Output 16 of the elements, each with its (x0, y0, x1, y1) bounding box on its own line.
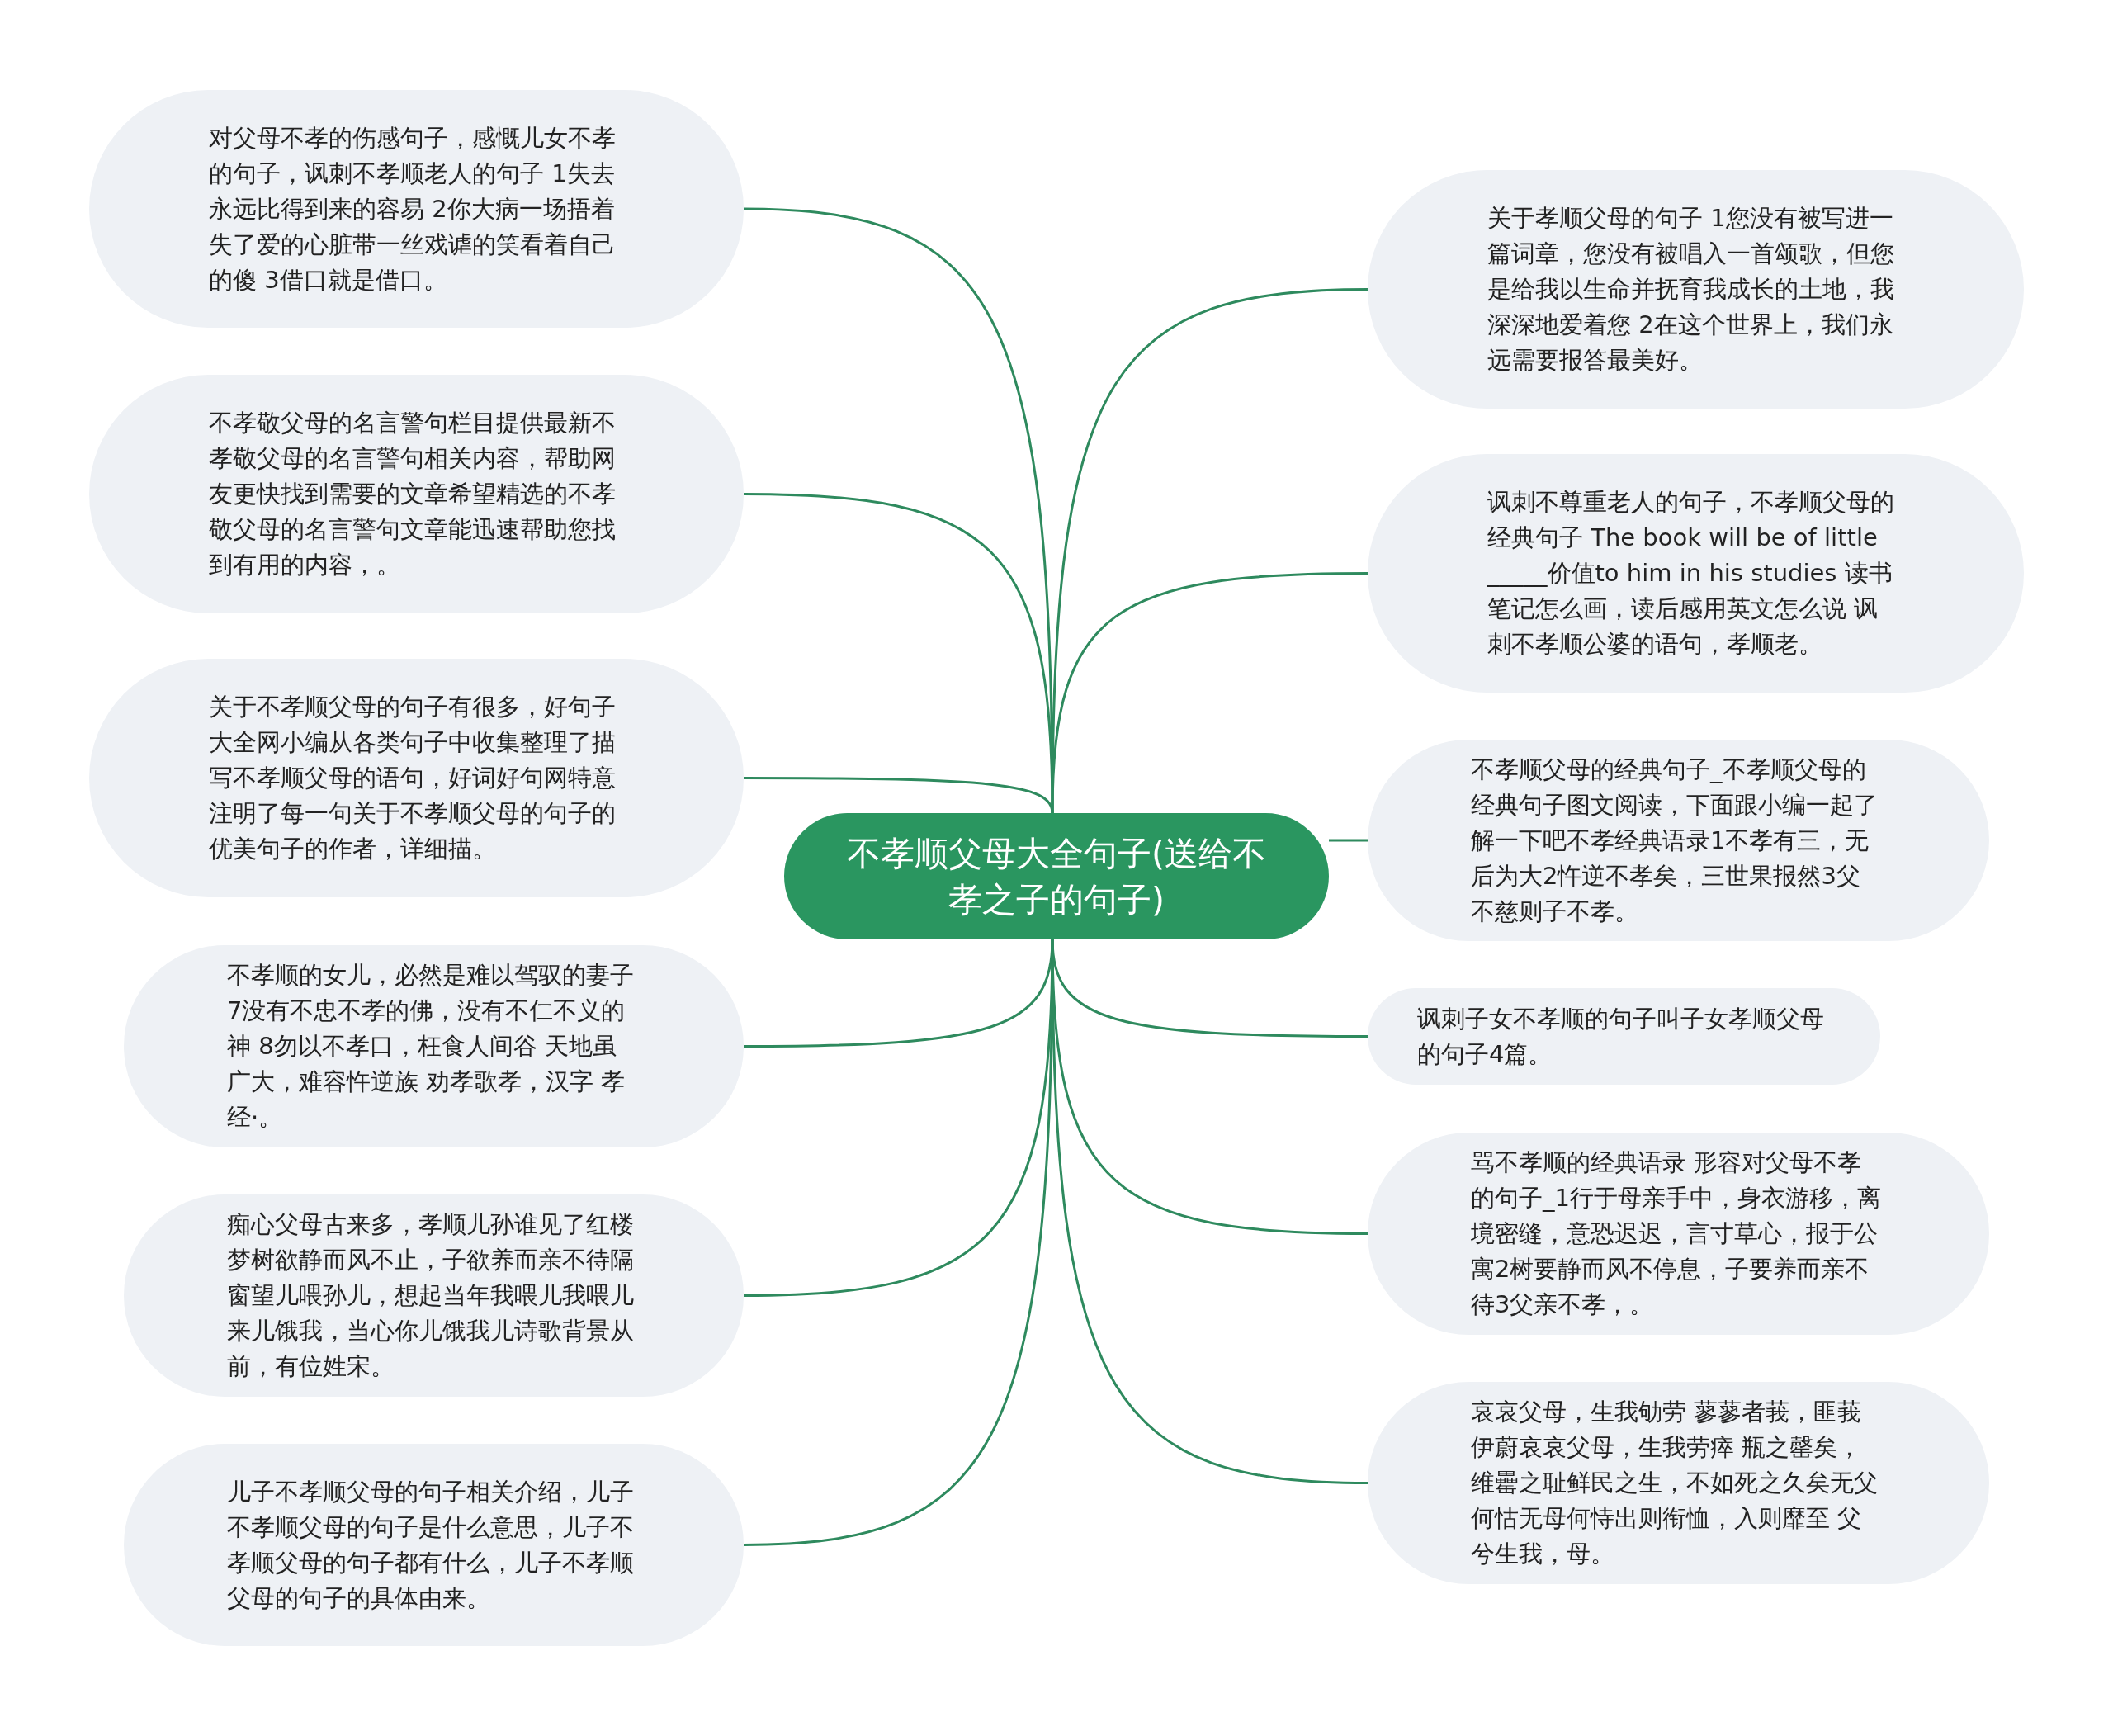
topic-text: 不孝顺父母的经典句子_不孝顺父母的经典句子图文阅读，下面跟小编一起了解一下吧不孝经典语录1不孝有三，无后为大2忤逆不孝矣，三世果报然3父不慈则子不孝。 (1471, 754, 1879, 927)
connector-line (1329, 839, 1368, 842)
topic-text: 关于不孝顺父母的句子有很多，好句子大全网小编从各类句子中收集整理了描写不孝顺父母的语句，好词好句网特意注明了每一句关于不孝顺父母的句子的优美句子的作者，详细描。 (209, 692, 617, 864)
central-topic-text: 不孝顺父母大全句子(送给不孝之子的句子) (846, 832, 1267, 921)
topic-text: 骂不孝顺的经典语录 形容对父母不孝的句子_1行于母亲手中，身衣游移，离境密缝，意恐迟迟，言寸草心，报于公寓2树要静而风不停息，子要养而亲不待3父亲不孝，。 (1471, 1147, 1882, 1320)
connector-line (1051, 572, 1368, 814)
topic-text: 不孝敬父母的名言警句栏目提供最新不孝敬父母的名言警句相关内容，帮助网友更快找到需要的文章希望精选的不孝敬父母的名言警句文章能迅速帮助您找到有用的内容，。 (209, 408, 617, 580)
topic-text: 对父母不孝的伤感句子，感慨儿女不孝的句子，讽刺不孝顺老人的句子 1失去永远比得到来的容易 2你大病一场捂着失了爱的心脏带一丝戏谑的笑看着自己的傻 3借口就是借口。 (209, 122, 617, 296)
topic-text: 不孝顺的女儿，必然是难以驾驭的妻子 7没有不忠不孝的佛，没有不仁不义的神 8勿以不孝口，枉食人间谷 天地虽广大，难容忤逆族 劝孝歌孝，汉字 孝经·。 (227, 960, 635, 1133)
topic-text: 讽刺不尊重老人的句子，不孝顺父母的经典句子 The book will be of little _____价值to him in his studies 读书笔记怎么画，读后感用英文怎么说 讽刺不孝顺公婆的语句，孝顺老。 (1487, 487, 1895, 660)
topic-text: 痴心父母古来多，孝顺儿孙谁见了红楼梦树欲静而风不止，子欲养而亲不待隔窗望儿喂孙儿，想起当年我喂儿我喂儿来儿饿我，当心你儿饿我儿诗歌背景从前，有位姓宋。 (227, 1209, 635, 1382)
topic-text: 关于孝顺父母的句子 1您没有被写进一篇词章，您没有被唱入一首颂歌，但您是给我以生命并抚育我成长的土地，我深深地爱着您 2在这个世界上，我们永远需要报答最美好。 (1487, 203, 1895, 376)
topic-text: 哀哀父母，生我劬劳 蓼蓼者莪，匪莪伊蔚哀哀父母，生我劳瘁 瓶之罄矣，维罍之耻鲜民之生，不如死之久矣无父何怙无母何恃出则衔恤，入则靡至 父兮生我，母。 (1471, 1397, 1879, 1569)
topic-text: 讽刺子女不孝顺的句子叫子女孝顺父母的句子4篇。 (1417, 1003, 1825, 1070)
topic-text: 儿子不孝顺父母的句子相关介绍，儿子不孝顺父母的句子是什么意思，儿子不孝顺父母的句子都有什么，儿子不孝顺父母的句子的具体由来。 (227, 1476, 635, 1614)
connector-line (1051, 288, 1368, 813)
